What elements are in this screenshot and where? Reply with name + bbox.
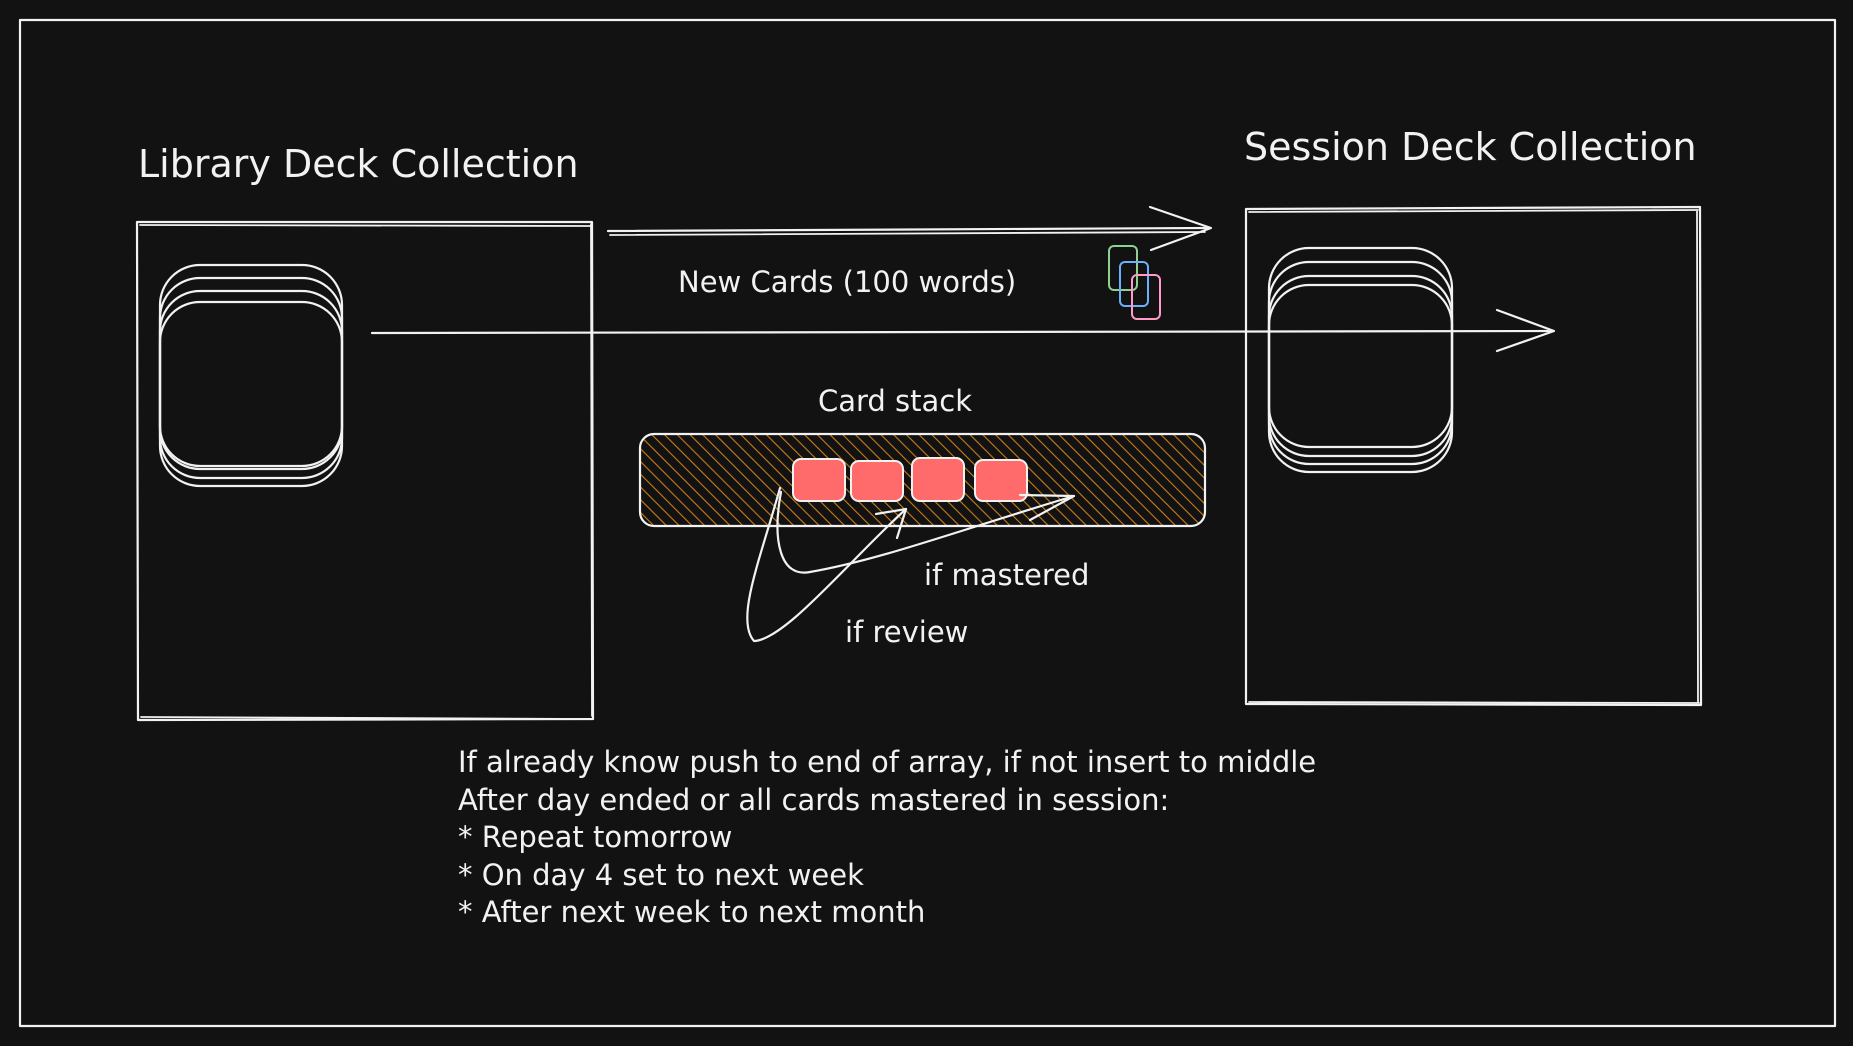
stack-card-2 xyxy=(850,460,904,502)
mini-cards-icon xyxy=(1108,245,1161,320)
if-review-arrow xyxy=(746,486,908,643)
stack-card-1 xyxy=(792,458,846,502)
note-line-1: If already know push to end of array, if… xyxy=(458,745,1316,779)
new-cards-arrow xyxy=(606,205,1213,252)
if-review-label: if review xyxy=(845,615,968,649)
stack-card-4 xyxy=(974,459,1028,502)
note-line-3: * Repeat tomorrow xyxy=(458,820,732,854)
session-card-pile-icon xyxy=(1267,246,1454,474)
new-cards-label: New Cards (100 words) xyxy=(678,265,1016,299)
card-stack-label: Card stack xyxy=(818,384,972,418)
if-mastered-arrow xyxy=(776,490,1076,574)
notes-block: If already know push to end of array, if… xyxy=(458,745,1316,929)
session-title: Session Deck Collection xyxy=(1244,125,1697,169)
session-deck-box xyxy=(1244,205,1703,707)
library-title: Library Deck Collection xyxy=(138,142,579,186)
library-to-session-arrow xyxy=(370,308,1556,353)
note-line-4: * On day 4 set to next week xyxy=(458,858,864,892)
library-deck-box xyxy=(135,220,595,722)
library-card-pile-icon xyxy=(158,263,344,488)
if-mastered-label: if mastered xyxy=(924,558,1089,592)
note-line-2: After day ended or all cards mastered in… xyxy=(458,783,1169,817)
stack-card-3 xyxy=(911,457,965,502)
outer-frame xyxy=(18,18,1837,1028)
note-line-5: * After next week to next month xyxy=(458,895,925,929)
